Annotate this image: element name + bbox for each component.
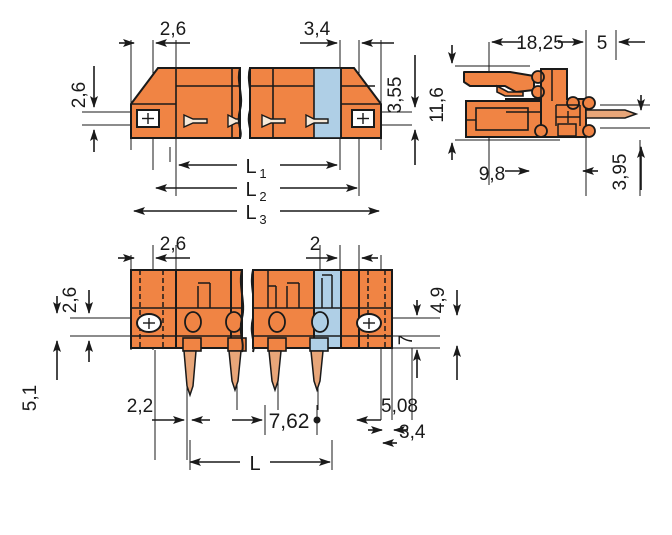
dimension-tv-L3: L 3 [133,202,380,227]
dimension-fv-2-top: 2 [306,234,378,262]
dimension-fv-51-left: 5,1 [20,296,61,411]
side-view-center-mark [556,111,580,123]
dimension-sv-5: 5 [597,33,645,54]
center-mark-right [357,113,369,124]
center-mark-front-left [143,318,155,329]
dimension-fv-26-left: 2,6 [60,287,93,362]
dimension-label-sv-116: 11,6 [427,87,448,123]
side-view: 18,25 5 11,6 9,8 3,95 [427,30,650,196]
dimension-tv-26-left: 2,6 [69,66,98,152]
dimension-label-tv-26-top: 2,6 [160,19,186,40]
dimension-fv-34: 3,4 [382,422,426,447]
front-view-body-right [252,269,360,352]
dimension-label-tv-L2-sub: 2 [259,189,266,204]
dimension-label-fv-26-top: 2,6 [160,234,186,255]
top-view-right-housing [249,67,382,139]
dimension-label-fv-34: 3,4 [399,422,426,443]
dimension-tv-26-top: 2,6 [119,19,190,47]
side-view-body [463,68,639,138]
dimension-label-tv-L3: L [245,202,256,224]
dimension-label-sv-1825: 18,25 [516,33,564,54]
front-view-body-left [175,269,247,352]
front-view: 2,6 2 2,6 5,1 4,9 7 [20,234,461,475]
top-view-left-housing [130,67,241,139]
top-view: 2,6 3,4 2,6 3,55 L 1 [69,19,419,227]
dimension-fv-508: 5,08 [356,396,418,434]
front-view-solder-pins [183,350,324,398]
dimension-label-tv-26-left: 2,6 [69,82,90,108]
dimension-label-fv-51-left: 5,1 [20,385,41,411]
dimension-label-tv-L1: L [245,156,256,178]
center-mark-left [142,113,154,124]
dimension-label-fv-26-left: 2,6 [60,287,81,313]
dimension-label-fv-49-right: 4,9 [428,287,449,313]
dimension-label-fv-508: 5,08 [381,396,418,417]
dimension-tv-355-right: 3,55 [385,55,419,165]
dimension-fv-L: L [189,440,333,475]
dimension-sv-116: 11,6 [427,45,456,160]
center-mark-front-right [363,318,375,329]
dimension-fv-7-right: 7 [396,300,421,378]
dimension-tv-L2: L 2 [155,179,358,204]
dimension-fv-49-right: 4,9 [428,287,461,380]
dimension-tv-34-top: 3,4 [300,19,394,47]
dimension-label-sv-98: 9,8 [479,164,505,185]
front-view-right-flange [356,269,393,349]
front-view-left-flange [130,269,177,349]
dimension-label-fv-22: 2,2 [127,396,153,417]
dimension-label-fv-762: 7,62 [269,410,310,433]
dimension-label-sv-5: 5 [597,33,608,54]
dimension-label-fv-2-top: 2 [310,234,321,255]
dimension-sv-395: 3,95 [582,95,645,191]
dimension-sv-98: 9,8 [479,164,530,185]
dimension-label-tv-355-right: 3,55 [385,77,406,114]
dimension-sv-1825: 18,25 [491,33,584,54]
dimension-label-tv-L1-sub: 1 [259,166,266,181]
dimension-label-tv-L3-sub: 3 [259,212,266,227]
dimension-label-tv-L2: L [245,179,256,201]
top-view-contact-slots-right [261,113,329,129]
dimension-fv-22: 2,2 [127,396,210,424]
dimension-label-tv-34-top: 3,4 [304,19,331,40]
dimension-label-fv-7-right: 7 [396,335,417,346]
dimension-label-sv-395: 3,95 [610,154,631,191]
dimension-label-fv-L: L [249,453,260,475]
dimension-fv-762: 7,62 [232,405,321,435]
dimension-fv-26-top: 2,6 [118,234,190,262]
dimension-tv-L1: L 1 [178,156,338,181]
